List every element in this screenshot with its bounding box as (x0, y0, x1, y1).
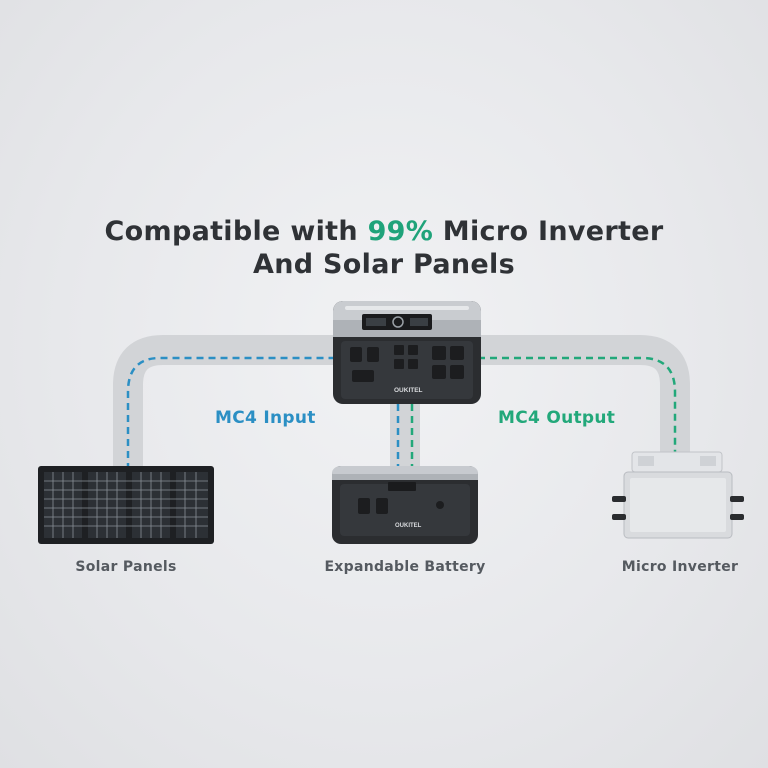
mc4-output-label: MC4 Output (498, 408, 616, 428)
solar-panels-label: Solar Panels (75, 559, 177, 575)
pipe-station-to-inverter (478, 335, 690, 458)
headline-accent: 99% (367, 216, 434, 247)
expandable-battery-label: Expandable Battery (324, 559, 486, 575)
headline-line-1: Compatible with 99% Micro Inverter (0, 216, 768, 247)
micro-inverter (612, 451, 744, 539)
mc4-input-dashed-line (126, 356, 340, 470)
brand-logo-battery: OUKITEL (395, 523, 422, 529)
mc4-input-label: MC4 Input (215, 408, 316, 428)
solar-panels (38, 466, 214, 544)
headline-line-2: And Solar Panels (253, 249, 515, 280)
mc4-output-dashed-line (478, 356, 677, 458)
micro-inverter-label: Micro Inverter (621, 559, 739, 575)
expandable-battery: OUKITEL (332, 466, 478, 544)
headline-post: Micro Inverter (433, 216, 664, 247)
headline-pre: Compatible with (104, 216, 368, 247)
brand-logo: OUKITEL (394, 387, 423, 394)
power-station: OUKITEL (333, 301, 481, 404)
